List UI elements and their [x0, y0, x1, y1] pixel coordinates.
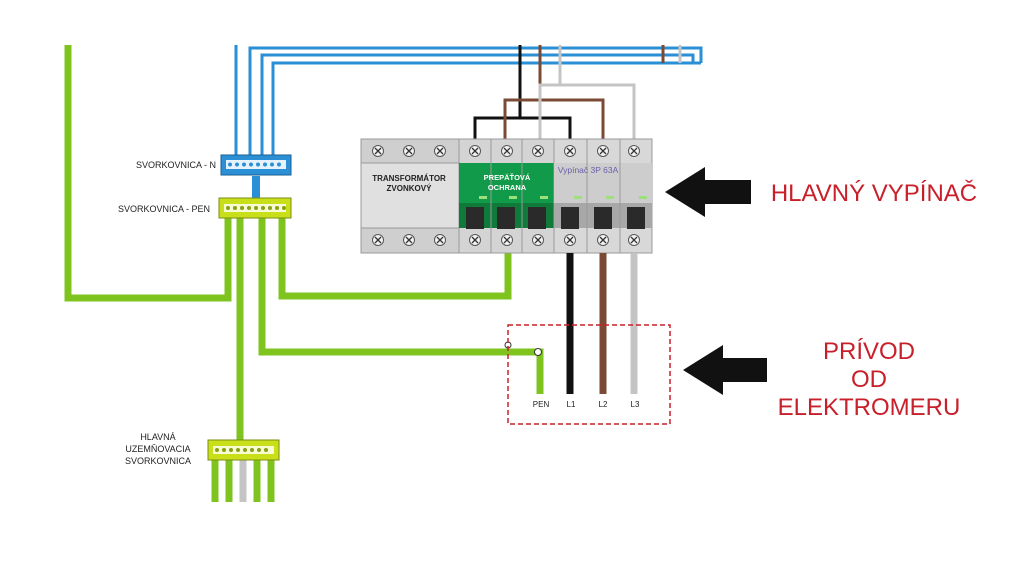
- label-prepatova-1: PREPÄŤOVÁ: [484, 173, 531, 182]
- screw-slot-icon: [436, 236, 444, 244]
- wire-n-4: [271, 61, 701, 158]
- pen-junction-2: [534, 348, 542, 356]
- label-svorkovnica-n: SVORKOVNICA - N: [136, 160, 216, 170]
- green-wires: [64, 45, 544, 442]
- label-transformator-2: ZVONKOVÝ: [387, 184, 433, 193]
- wire-pe-pen: [258, 218, 544, 394]
- screw-slot-icon: [534, 147, 542, 155]
- screw-slot-icon: [471, 236, 479, 244]
- wire-pe-left: [64, 45, 232, 302]
- label-pen: PEN: [533, 400, 550, 409]
- busbar-pen: [218, 197, 292, 219]
- label-l2: L2: [599, 400, 608, 409]
- wire-n-3: [260, 53, 695, 158]
- label-vypinac: Vypínač 3P 63A: [558, 165, 619, 175]
- screw-slot-icon: [405, 147, 413, 155]
- label-privod-2: OD: [851, 366, 887, 393]
- wire-brown-top: [503, 45, 605, 140]
- label-hlavny-vypinac: HLAVNÝ VYPÍNAČ: [771, 179, 977, 207]
- wire-grey-top: [538, 45, 636, 140]
- arrow-meter-feed-icon: [683, 345, 767, 395]
- busbar-main-ground: [207, 439, 280, 502]
- terminal-screws: [372, 145, 640, 246]
- screw-slot-icon: [534, 236, 542, 244]
- label-svorkovnica-pen: SVORKOVNICA - PEN: [118, 204, 210, 214]
- label-l1: L1: [567, 400, 576, 409]
- screw-slot-icon: [503, 147, 511, 155]
- wire-n-2: [248, 46, 703, 158]
- screw-slot-icon: [503, 236, 511, 244]
- label-hlavna-3: SVORKOVNICA: [125, 456, 191, 466]
- wire-black-top: [473, 45, 572, 140]
- screw-slot-icon: [599, 236, 607, 244]
- busbar-n: [220, 154, 292, 176]
- screw-slot-icon: [630, 147, 638, 155]
- incoming-wires: [566, 253, 638, 394]
- wire-pe-surge: [278, 218, 512, 300]
- label-hlavna-1: HLAVNÁ: [140, 432, 175, 442]
- meter-feed-box: [507, 324, 671, 425]
- screw-slot-icon: [374, 147, 382, 155]
- screw-slot-icon: [566, 236, 574, 244]
- screw-slot-icon: [599, 147, 607, 155]
- label-privod-3: ELEKTROMERU: [778, 394, 961, 421]
- label-l3: L3: [631, 400, 640, 409]
- screw-slot-icon: [471, 147, 479, 155]
- screw-slot-icon: [630, 236, 638, 244]
- screw-slot-icon: [436, 147, 444, 155]
- screw-slot-icon: [566, 147, 574, 155]
- label-hlavna-2: UZEMŇOVACIA: [125, 444, 190, 454]
- label-transformator-1: TRANSFORMÁTOR: [372, 174, 446, 183]
- label-prepatova-2: OCHRANA: [488, 183, 527, 192]
- screw-slot-icon: [405, 236, 413, 244]
- screw-slot-icon: [374, 236, 382, 244]
- arrow-main-switch-icon: [665, 167, 751, 217]
- top-wires: [234, 45, 703, 158]
- label-privod-1: PRÍVOD: [823, 338, 915, 365]
